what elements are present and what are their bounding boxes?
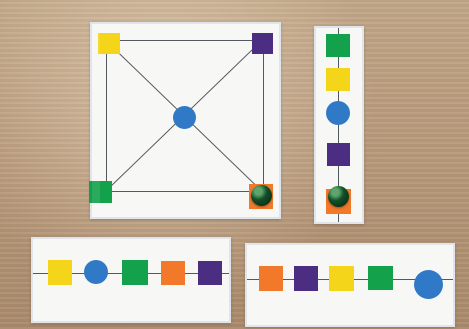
vertical-card-green-square <box>326 34 350 57</box>
vertical-pattern-card <box>314 26 364 224</box>
square-left-line <box>106 40 107 191</box>
square-bottom-line <box>106 191 263 192</box>
right-strip-blue-circle <box>414 270 443 299</box>
vertical-card-blue-circle <box>326 101 350 125</box>
left-strip-blue-circle <box>84 260 108 284</box>
card-gloss-highlight <box>92 24 100 217</box>
square-right-line <box>263 40 264 191</box>
vertical-card-purple-square <box>327 143 350 166</box>
left-strip-purple-square <box>198 261 222 285</box>
square-card-blue-circle <box>173 106 196 129</box>
card-gloss-highlight <box>316 28 321 222</box>
left-strip-orange-square <box>161 261 185 285</box>
right-strip-green-square <box>368 266 393 290</box>
right-horizontal-pattern-card <box>245 243 455 327</box>
dark-green-token <box>328 186 349 207</box>
square-card-yellow-square <box>98 33 120 54</box>
left-horizontal-pattern-card <box>31 237 231 323</box>
right-strip-orange-square <box>259 266 283 291</box>
square-pattern-card <box>90 22 281 219</box>
left-strip-yellow-square <box>48 260 72 285</box>
card-gloss-highlight <box>33 239 229 244</box>
square-top-line <box>106 40 263 41</box>
right-strip-yellow-square <box>329 266 354 291</box>
left-strip-green-square <box>122 260 148 285</box>
dark-green-token <box>251 185 272 206</box>
card-gloss-highlight <box>247 245 453 250</box>
right-strip-purple-square <box>294 266 318 291</box>
vertical-card-yellow-square <box>326 68 350 91</box>
square-card-purple-square <box>252 33 273 54</box>
